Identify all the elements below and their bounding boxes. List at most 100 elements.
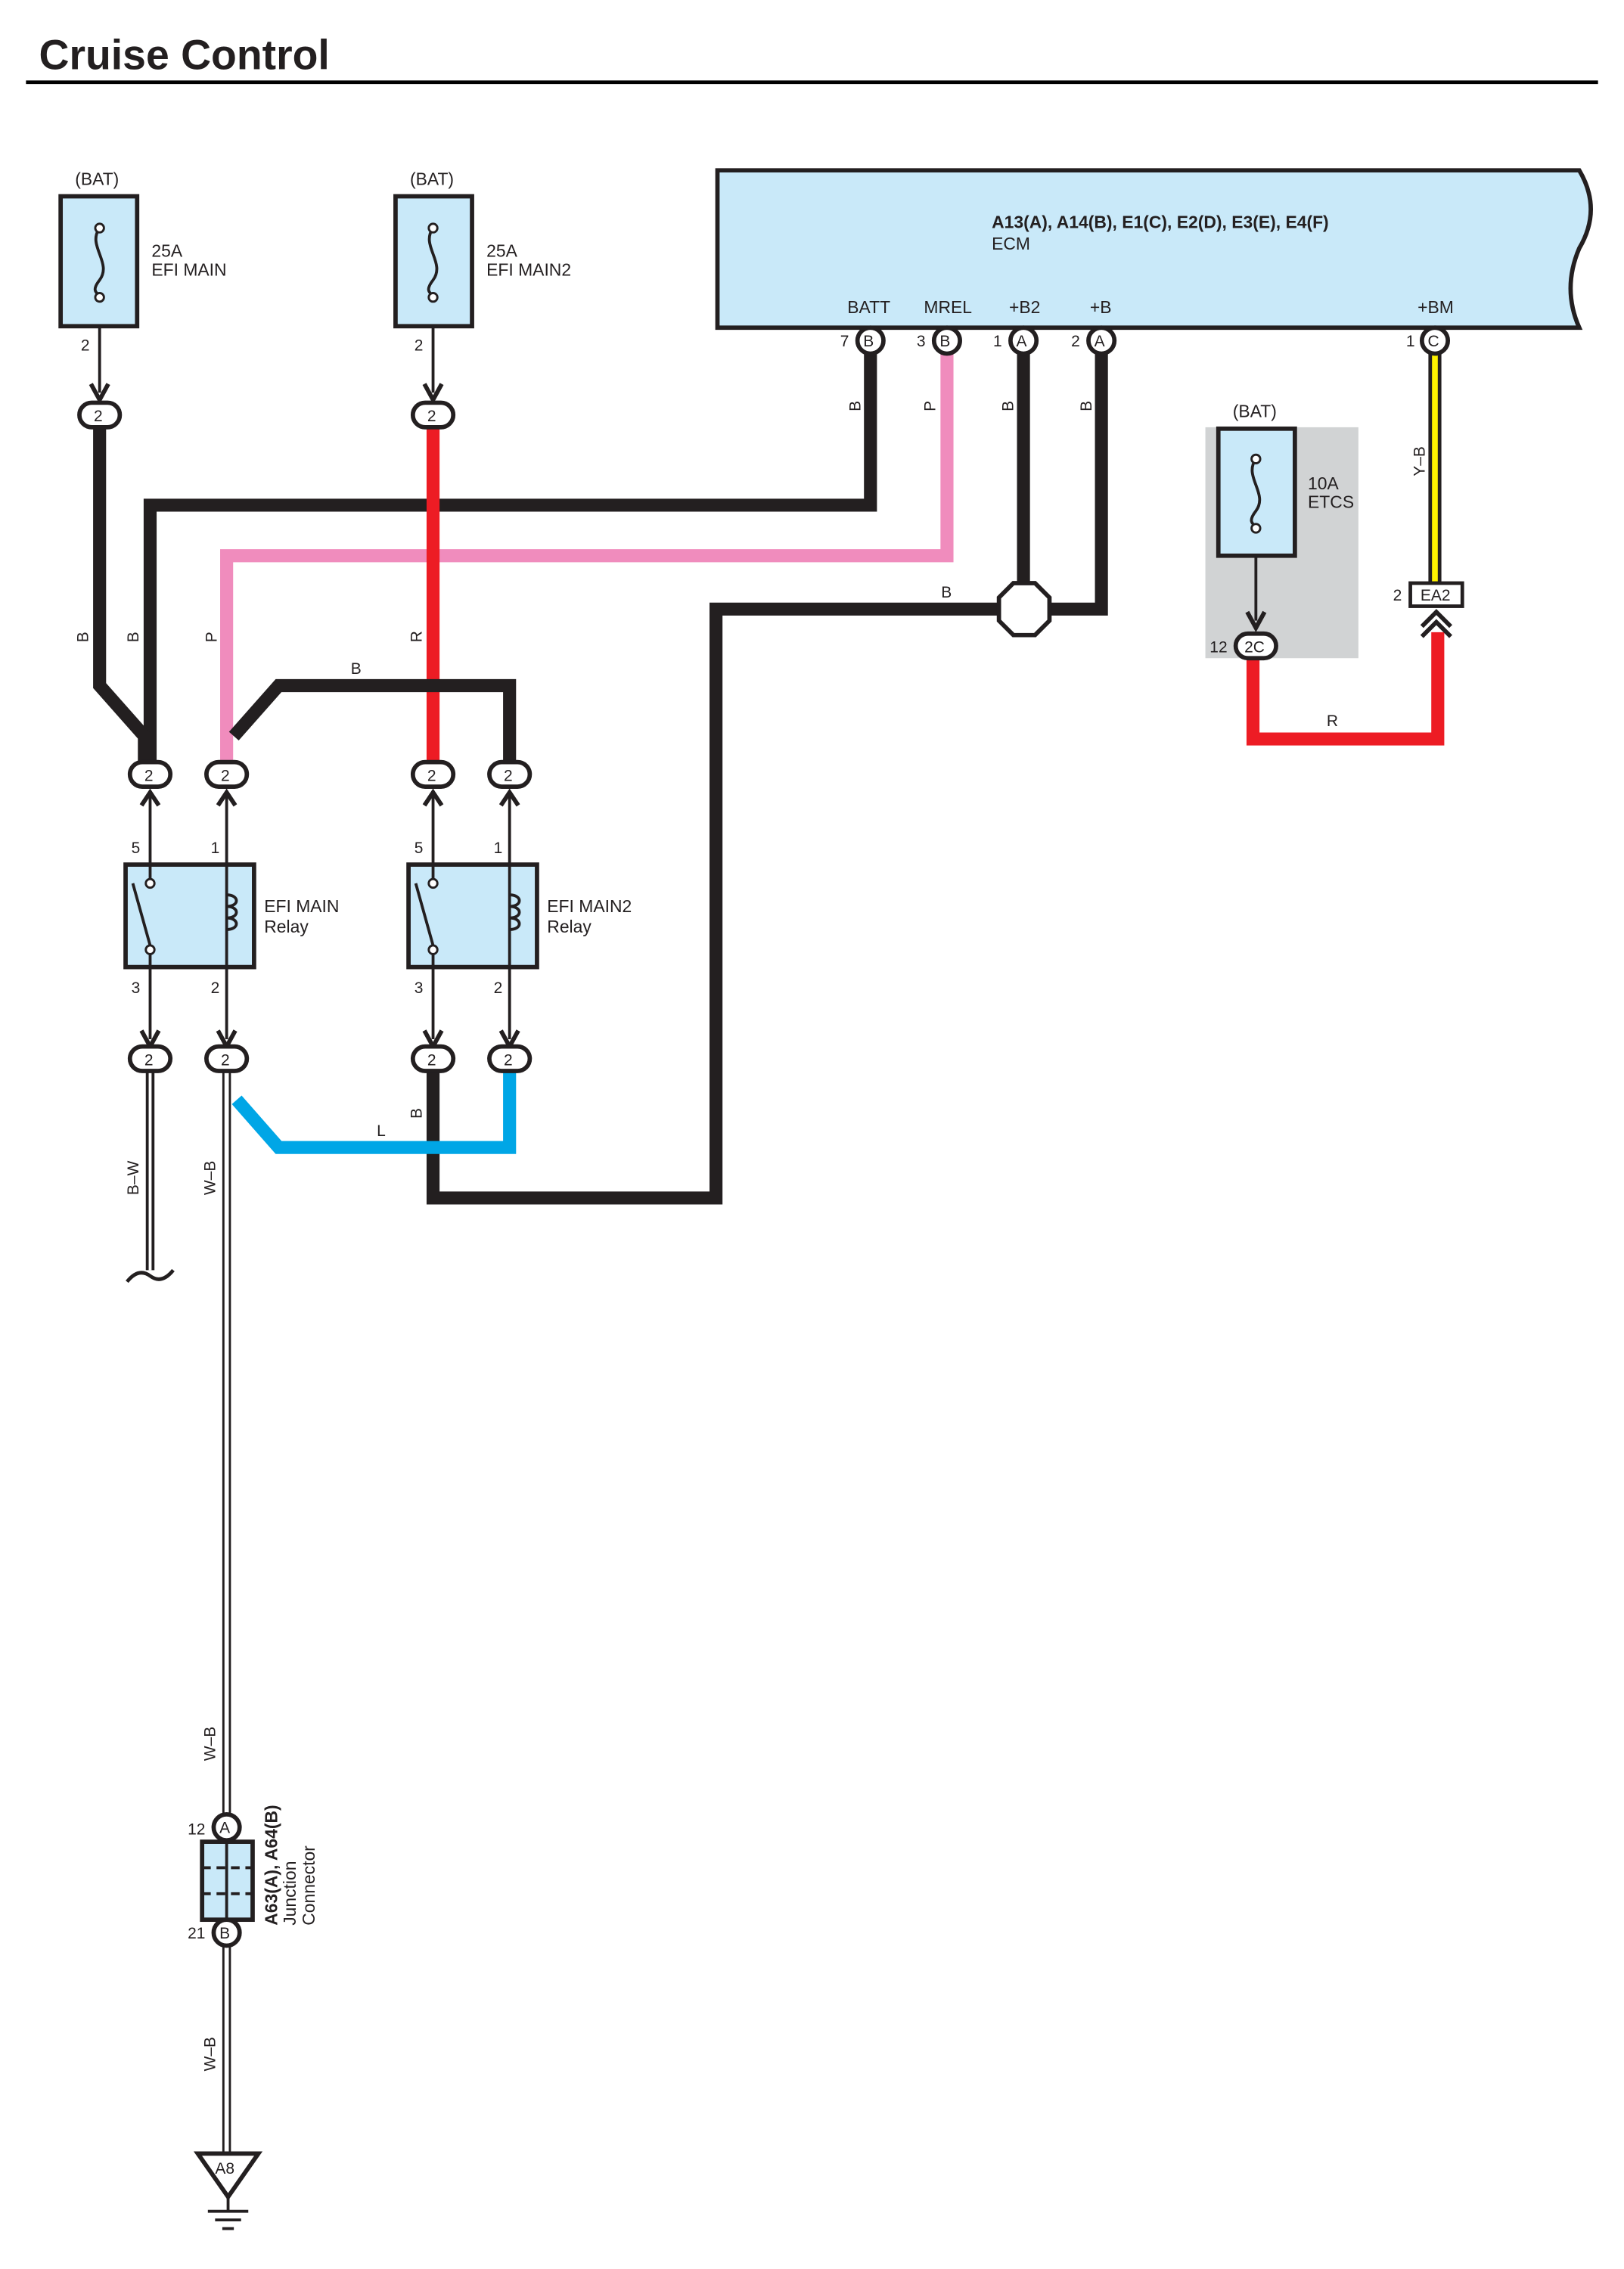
wire-label-b-relay2: B	[408, 1108, 425, 1119]
svg-text:B: B	[863, 333, 874, 350]
wire-label-p-mrel: P	[922, 401, 939, 411]
ecm-pin-b: 2 A	[1071, 325, 1117, 356]
ecm-pin-mrel: 3 B	[917, 325, 962, 356]
wire-label-l: L	[377, 1122, 386, 1140]
wire-label-b-2: B	[125, 632, 142, 642]
relay-efi-main: 2 2 5 1 EFI MAIN Relay 3 2 2 2	[123, 759, 339, 1073]
wire-label-wb-1: W–B	[201, 1161, 219, 1195]
wire-label-wb-3: W–B	[201, 2037, 219, 2071]
wire-black-relay-link	[228, 678, 517, 765]
fuse-efi-main: (BAT) 25A EFI MAIN 2 2	[58, 169, 227, 430]
fuse-efi-main2-source: (BAT)	[410, 169, 454, 188]
fuse-efi-main-connector: 2	[94, 408, 103, 425]
svg-text:12: 12	[188, 1821, 205, 1839]
fuse-efi-main2-name: EFI MAIN2	[486, 260, 571, 280]
ecm-name: ECM	[992, 234, 1030, 253]
svg-text:1: 1	[993, 333, 1002, 350]
ecm-terminal-mrel: MREL	[924, 297, 972, 317]
svg-text:2: 2	[144, 1051, 154, 1069]
ecm-terminal-b2: +B2	[1009, 297, 1040, 317]
ecm-pin-bm: 1 C	[1406, 325, 1451, 356]
fuse-etcs-pin: 12	[1209, 639, 1227, 656]
svg-text:1: 1	[1406, 333, 1415, 350]
wire-label-r-1: R	[408, 631, 425, 642]
ecm-connectors-label: A13(A), A14(B), E1(C), E2(D), E3(E), E4(…	[992, 213, 1329, 232]
svg-text:A: A	[1017, 333, 1027, 350]
wire-red-etcs	[1246, 632, 1445, 746]
relay-efi-main2: 2 2 5 1 EFI MAIN2 Relay 3 2 2 2	[406, 759, 632, 1073]
connector-ea2: 2 EA2	[1393, 581, 1464, 638]
ecm-box	[715, 168, 1593, 331]
page-title: Cruise Control	[39, 32, 330, 79]
fuse-efi-main-source: (BAT)	[75, 169, 119, 188]
svg-text:2: 2	[504, 767, 513, 784]
svg-text:2: 2	[221, 1051, 230, 1069]
svg-text:EFI MAIN: EFI MAIN	[264, 896, 339, 916]
svg-text:2: 2	[504, 1051, 513, 1069]
wire-black-b	[1049, 346, 1108, 616]
svg-text:2: 2	[211, 979, 220, 997]
wire-black-relay2-return	[426, 602, 1001, 1205]
fuse-efi-main2-pin: 2	[415, 337, 424, 355]
svg-text:A: A	[1095, 333, 1105, 350]
svg-text:EFI MAIN2: EFI MAIN2	[547, 896, 632, 916]
wire-label-b-junction: B	[941, 584, 952, 601]
wire-label-yb: Y–B	[1411, 446, 1429, 476]
ecm-terminal-batt: BATT	[847, 297, 890, 317]
junction-connector: 12 A 21 B A63(A), A64(B) Junction Connec…	[188, 1805, 318, 1948]
wire-label-p-1: P	[203, 632, 220, 642]
fuse-etcs-name: ETCS	[1308, 492, 1354, 512]
fuse-etcs: (BAT) 10A ETCS 12 2C	[1205, 402, 1359, 661]
fuse-efi-main2-rating: 25A	[486, 241, 517, 261]
connector-ea2-name: EA2	[1421, 587, 1451, 604]
svg-text:B: B	[939, 333, 950, 350]
svg-text:2: 2	[144, 767, 154, 784]
wire-bw-cut	[126, 1268, 175, 1283]
svg-text:A63(A), A64(B): A63(A), A64(B)	[261, 1805, 281, 1925]
svg-text:Relay: Relay	[547, 917, 592, 936]
svg-text:Relay: Relay	[264, 917, 309, 936]
ecm-pin-batt: 7 B	[840, 325, 886, 356]
wire-label-b-1: B	[74, 632, 92, 642]
fuse-etcs-source: (BAT)	[1233, 402, 1277, 421]
wire-label-b-link: B	[351, 660, 362, 678]
svg-text:5: 5	[415, 840, 424, 857]
svg-text:2: 2	[427, 1051, 436, 1069]
wire-label-b-b2: B	[1000, 401, 1017, 411]
svg-text:C: C	[1427, 333, 1439, 350]
svg-text:1: 1	[494, 840, 503, 857]
svg-text:Connector: Connector	[299, 1845, 318, 1926]
svg-text:2: 2	[427, 767, 436, 784]
svg-text:3: 3	[132, 979, 141, 997]
fuse-etcs-rating: 10A	[1308, 473, 1339, 493]
wire-label-b-batt: B	[846, 401, 864, 411]
svg-text:A8: A8	[215, 2160, 234, 2177]
wire-junction-splice	[996, 581, 1052, 638]
svg-text:B: B	[219, 1925, 230, 1942]
svg-text:3: 3	[917, 333, 926, 350]
fuse-efi-main-pin: 2	[81, 337, 90, 355]
fuse-efi-main-name: EFI MAIN	[151, 260, 226, 280]
ecm-terminal-b: +B	[1090, 297, 1112, 317]
ecm-pin-b2: 1 A	[993, 325, 1039, 356]
ground-a8: A8	[193, 2151, 263, 2230]
svg-text:3: 3	[415, 979, 424, 997]
wire-label-wb-2: W–B	[201, 1727, 219, 1761]
ecm-terminal-bm: +BM	[1418, 297, 1454, 317]
wire-black-batt	[143, 346, 877, 765]
svg-text:2: 2	[494, 979, 503, 997]
svg-text:2: 2	[1071, 333, 1080, 350]
svg-text:1: 1	[211, 840, 220, 857]
wire-pink-mrel	[220, 346, 954, 765]
fuse-efi-main2-connector: 2	[427, 408, 436, 425]
svg-text:A: A	[219, 1820, 230, 1837]
wire-label-bw: B–W	[125, 1160, 142, 1195]
wire-blue-l	[231, 1068, 517, 1154]
svg-text:Junction: Junction	[280, 1861, 300, 1926]
fuse-etcs-connector: 2C	[1244, 639, 1265, 656]
wire-label-b-b: B	[1078, 401, 1095, 411]
fuse-efi-main2: (BAT) 25A EFI MAIN2 2 2	[393, 169, 571, 430]
wire-label-r-etcs: R	[1327, 712, 1338, 730]
svg-text:7: 7	[840, 333, 849, 350]
